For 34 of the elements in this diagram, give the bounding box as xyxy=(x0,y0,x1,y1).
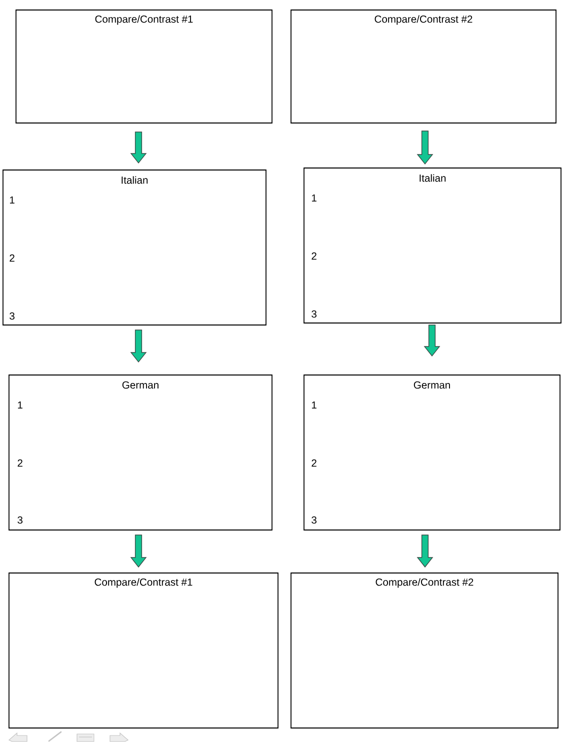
down-arrow xyxy=(416,534,434,568)
box-heading: German xyxy=(122,381,158,389)
down-arrow xyxy=(424,324,440,357)
list-number: 1 xyxy=(312,194,316,202)
list-number: 2 xyxy=(312,252,316,260)
writing-box xyxy=(8,374,272,530)
writing-box xyxy=(290,10,556,124)
list-number: 3 xyxy=(312,310,316,318)
writing-box xyxy=(8,572,278,728)
box-heading: Compare/Contrast #1 xyxy=(95,15,193,25)
list-number: 1 xyxy=(18,401,22,409)
box-heading: Italian xyxy=(420,174,446,182)
down-arrow xyxy=(130,330,147,363)
writing-box xyxy=(2,170,266,326)
down-arrow xyxy=(130,534,147,568)
list-number: 3 xyxy=(10,312,14,320)
box-heading: Compare/Contrast #1 xyxy=(94,578,192,588)
down-arrow xyxy=(130,132,147,164)
list-number: 2 xyxy=(10,254,14,262)
list-number: 2 xyxy=(312,459,316,467)
box-heading: German xyxy=(414,381,450,389)
list-number: 1 xyxy=(10,196,14,204)
down-arrow xyxy=(416,130,434,165)
box-heading: Compare/Contrast #2 xyxy=(374,15,472,25)
writing-box xyxy=(304,374,560,530)
writing-box xyxy=(16,10,272,124)
list-number: 1 xyxy=(312,401,316,409)
list-number: 2 xyxy=(18,459,22,467)
writing-box xyxy=(304,168,562,324)
box-heading: Compare/Contrast #2 xyxy=(376,578,474,588)
box-heading: Italian xyxy=(122,176,148,184)
list-number: 3 xyxy=(312,516,316,524)
list-number: 3 xyxy=(18,516,22,524)
writing-box xyxy=(290,572,558,728)
